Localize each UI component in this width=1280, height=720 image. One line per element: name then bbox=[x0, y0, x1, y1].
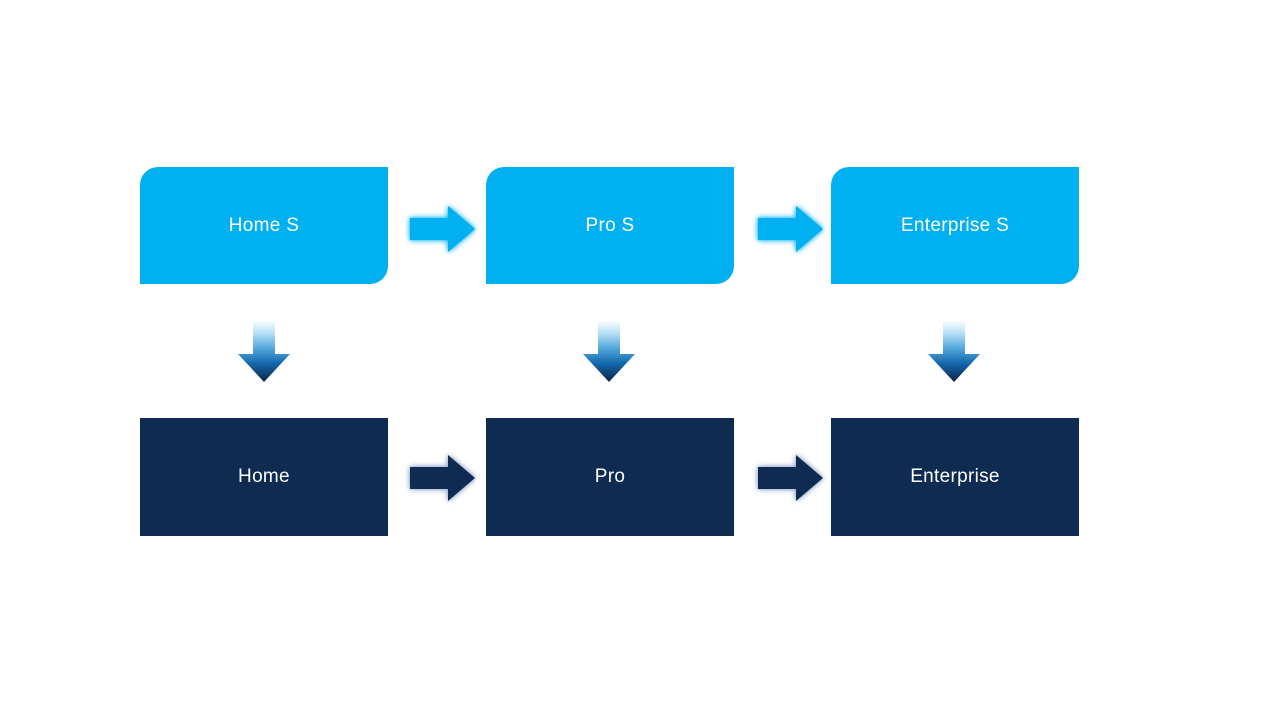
node-enterprise-s-label: Enterprise S bbox=[900, 214, 1010, 236]
node-pro: Pro bbox=[486, 418, 734, 536]
node-home-s-label: Home S bbox=[228, 214, 300, 236]
node-home-label: Home bbox=[238, 466, 290, 487]
right-arrow-icon bbox=[758, 206, 823, 252]
node-pro-label: Pro bbox=[594, 466, 626, 487]
down-arrow-icon bbox=[238, 320, 290, 382]
right-arrow-icon bbox=[758, 455, 823, 501]
node-enterprise-s: Enterprise S bbox=[831, 167, 1079, 284]
down-arrow-icon bbox=[583, 320, 635, 382]
node-enterprise-label: Enterprise bbox=[910, 466, 1000, 487]
node-enterprise: Enterprise bbox=[831, 418, 1079, 536]
node-pro-s: Pro S bbox=[486, 167, 734, 284]
right-arrow-icon bbox=[410, 206, 475, 252]
node-home-s: Home S bbox=[140, 167, 388, 284]
node-pro-s-label: Pro S bbox=[585, 214, 635, 236]
node-home: Home bbox=[140, 418, 388, 536]
right-arrow-icon bbox=[410, 455, 475, 501]
down-arrow-icon bbox=[928, 320, 980, 382]
